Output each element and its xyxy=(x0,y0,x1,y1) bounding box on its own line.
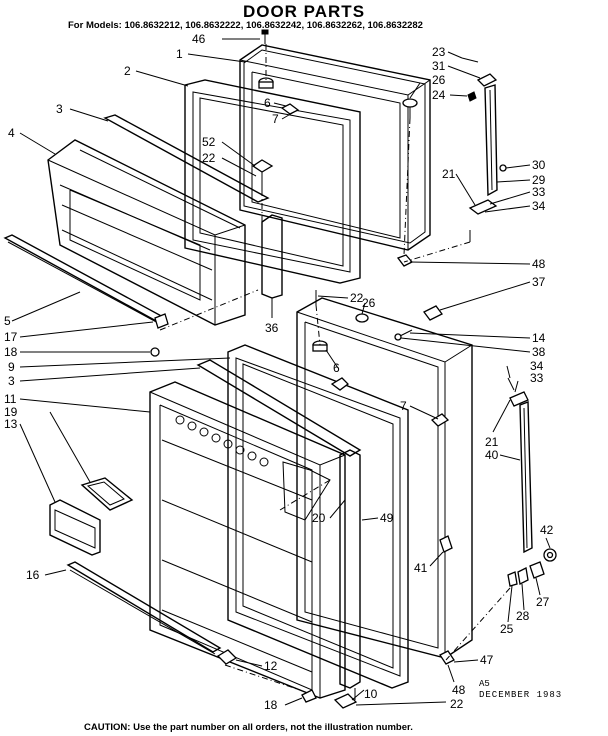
callout-24: 24 xyxy=(432,88,446,102)
callout-48-lower: 48 xyxy=(452,683,466,697)
butter-compartment xyxy=(49,499,101,556)
callout-13: 13 xyxy=(4,417,18,431)
callout-37: 37 xyxy=(532,275,546,289)
drawing-date: DECEMBER 1983 xyxy=(479,690,563,700)
alignment-lines xyxy=(159,44,511,691)
shelf-rail-upper xyxy=(3,234,167,325)
callout-21-upper: 21 xyxy=(442,167,456,181)
callout-4: 4 xyxy=(8,126,15,140)
shelf-rail-lower xyxy=(66,561,222,655)
callout-48-upper: 48 xyxy=(532,257,546,271)
callout-7-upper: 7 xyxy=(272,112,279,126)
callout-11: 11 xyxy=(4,392,17,406)
callout-16: 16 xyxy=(26,568,40,582)
callout-22-lower: 22 xyxy=(450,697,464,711)
callout-22-upper: 22 xyxy=(202,151,216,165)
fresh-food-door-liner xyxy=(149,381,346,699)
callout-23: 23 xyxy=(432,45,446,59)
callout-52: 52 xyxy=(202,135,216,149)
page-title: DOOR PARTS xyxy=(242,2,366,21)
callout-22-middle: 22 xyxy=(350,291,364,305)
callout-20: 20 xyxy=(312,511,326,525)
callout-25: 25 xyxy=(500,622,514,636)
callout-40: 40 xyxy=(485,448,499,462)
fresh-food-door-gasket xyxy=(227,344,409,689)
freezer-door-liner xyxy=(47,139,246,326)
hardware xyxy=(150,29,557,709)
freezer-handle xyxy=(484,84,498,197)
hinge-side-cover xyxy=(339,449,361,689)
callout-19: 19 xyxy=(4,405,18,419)
leader-lines xyxy=(11,38,551,706)
freezer-door-panel xyxy=(239,44,431,251)
drawing-code: A5 xyxy=(479,679,490,689)
callout-7-lower: 7 xyxy=(400,399,407,413)
dairy-door xyxy=(80,477,134,511)
callout-33-upper: 33 xyxy=(532,185,546,199)
callout-labels: 46 1 2 3 4 6 7 52 22 23 31 26 24 30 29 2… xyxy=(4,32,554,712)
callout-2: 2 xyxy=(124,64,131,78)
callout-49: 49 xyxy=(380,511,394,525)
callout-34-upper: 34 xyxy=(532,199,546,213)
callout-33-lower: 33 xyxy=(530,371,544,385)
callout-30: 30 xyxy=(532,158,546,172)
callout-3-lower: 3 xyxy=(8,374,15,388)
caution-note: CAUTION: Use the part number on all orde… xyxy=(84,722,413,733)
model-numbers: For Models: 106.8632212, 106.8632222, 10… xyxy=(68,20,423,31)
parts-drawing xyxy=(3,29,557,709)
fresh-food-door-panel xyxy=(296,297,473,659)
freezer-door-gasket xyxy=(184,79,361,284)
callout-29: 29 xyxy=(532,173,546,187)
callout-21-lower: 21 xyxy=(485,435,499,449)
callout-34-lower: 34 xyxy=(530,359,544,373)
callout-6-upper: 6 xyxy=(264,96,271,110)
callout-31: 31 xyxy=(432,59,446,73)
callout-36: 36 xyxy=(265,321,279,335)
callout-5: 5 xyxy=(4,314,11,328)
callout-26-lower: 26 xyxy=(362,296,376,310)
callout-42: 42 xyxy=(540,523,554,537)
breaker-strip-upper xyxy=(103,114,270,203)
callout-18-upper: 18 xyxy=(4,345,18,359)
callout-14: 14 xyxy=(532,331,546,345)
handle-bracket xyxy=(261,214,283,299)
callout-10: 10 xyxy=(364,687,378,701)
callout-18-lower: 18 xyxy=(264,698,278,712)
fresh-food-handle xyxy=(519,401,533,554)
callout-28: 28 xyxy=(516,609,530,623)
callout-1: 1 xyxy=(176,47,183,61)
callout-17: 17 xyxy=(4,330,18,344)
callout-26-upper: 26 xyxy=(432,73,446,87)
callout-41: 41 xyxy=(414,561,428,575)
callout-47: 47 xyxy=(480,653,494,667)
callout-38: 38 xyxy=(532,345,546,359)
callout-27: 27 xyxy=(536,595,550,609)
callout-12: 12 xyxy=(264,659,278,673)
breaker-strip-lower xyxy=(196,359,362,457)
callout-46: 46 xyxy=(192,32,206,46)
callout-3-upper: 3 xyxy=(56,102,63,116)
callout-6-lower: 6 xyxy=(333,361,340,375)
callout-9: 9 xyxy=(8,360,15,374)
